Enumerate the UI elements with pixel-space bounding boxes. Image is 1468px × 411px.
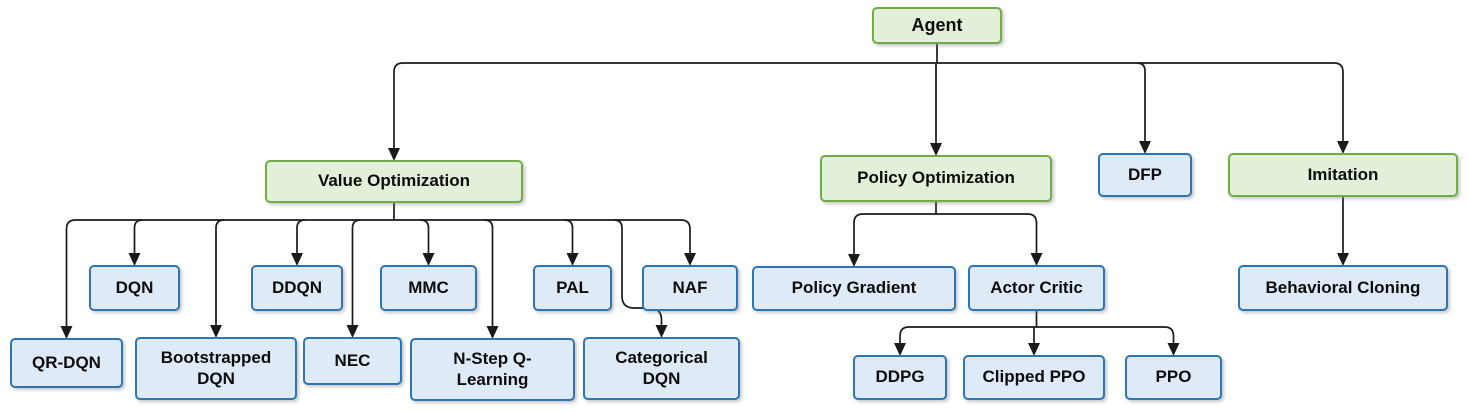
node-mmc: MMC	[380, 265, 477, 311]
node-imitation: Imitation	[1228, 153, 1458, 197]
node-ddpg: DDPG	[853, 355, 947, 400]
node-naf: NAF	[642, 265, 738, 311]
node-dfp: DFP	[1098, 153, 1192, 197]
node-categorical-dqn: Categorical DQN	[583, 337, 740, 400]
node-agent: Agent	[872, 7, 1002, 44]
node-ddqn: DDQN	[251, 265, 343, 311]
node-nec: NEC	[303, 337, 402, 385]
node-ppo: PPO	[1125, 355, 1222, 400]
node-value-optimization: Value Optimization	[265, 160, 523, 203]
node-qr-dqn: QR-DQN	[10, 338, 123, 388]
node-policy-optimization: Policy Optimization	[820, 155, 1052, 202]
node-n-step-q-learning: N-Step Q-Learning	[410, 338, 575, 401]
node-dqn: DQN	[89, 265, 180, 311]
node-clipped-ppo: Clipped PPO	[963, 355, 1105, 400]
node-policy-gradient: Policy Gradient	[752, 266, 956, 311]
node-pal: PAL	[533, 265, 612, 311]
node-bootstrapped-dqn: Bootstrapped DQN	[135, 337, 297, 400]
node-actor-critic: Actor Critic	[968, 265, 1105, 311]
node-behavioral-cloning: Behavioral Cloning	[1238, 265, 1448, 311]
